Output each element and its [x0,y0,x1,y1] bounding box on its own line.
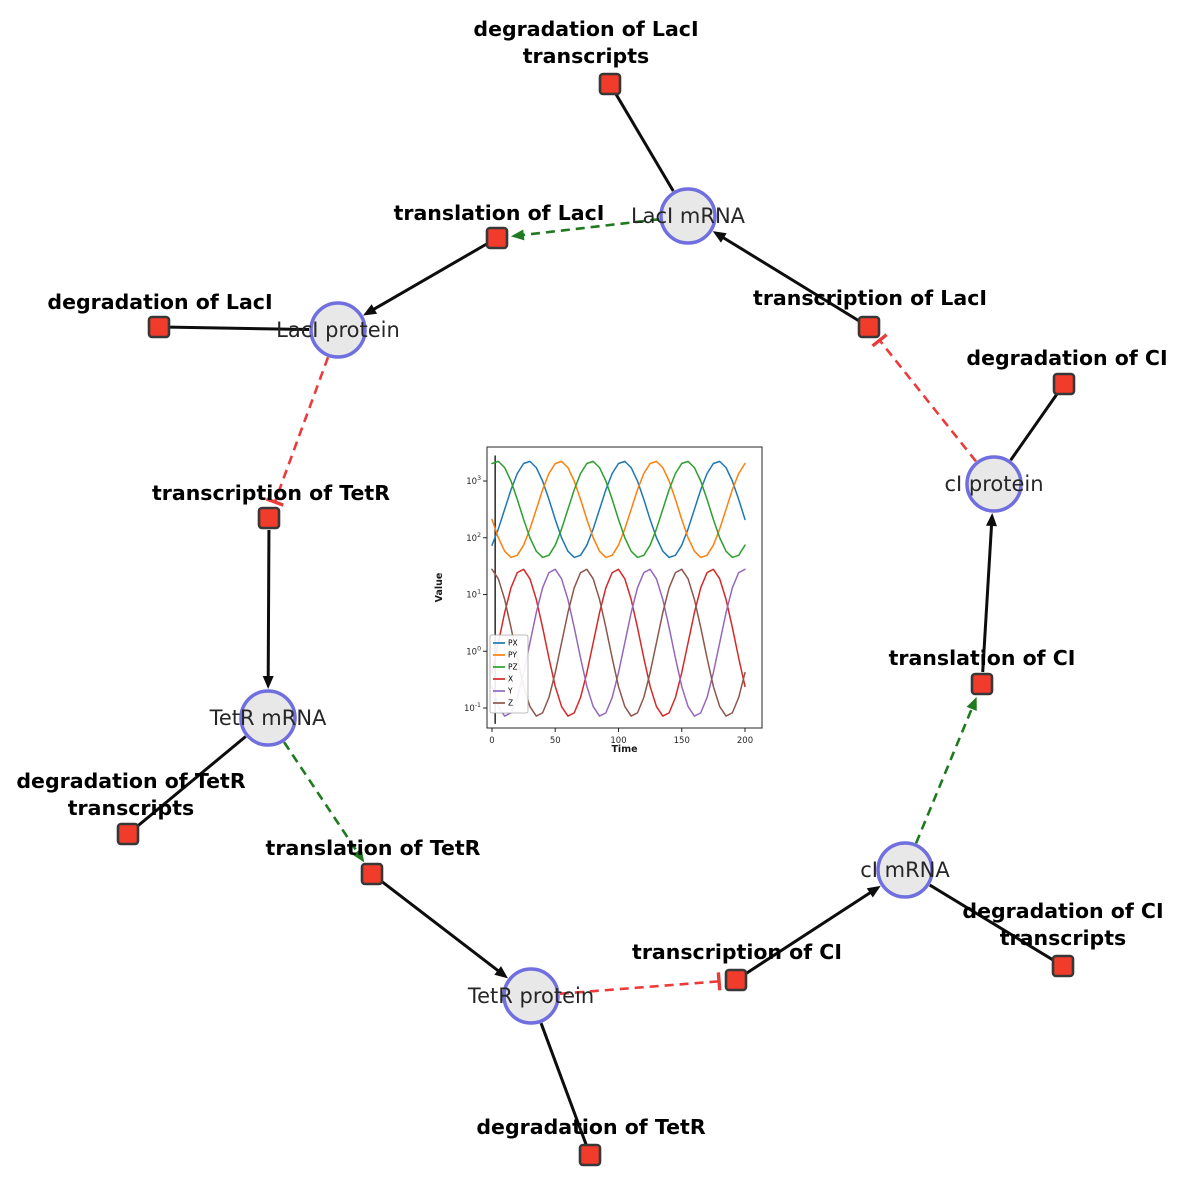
y-tick-label: 103 [466,475,481,487]
edge-ci-mrna-to-deg-ci-transcripts [929,883,1055,962]
edge-laci-mrna-to-deg-laci-transcripts [614,92,675,192]
reaction-label-deg-tetr-transcripts: transcripts [68,796,195,820]
edge-tetr-mrna-to-translation-tetr [283,741,361,856]
reaction-label-deg-tetr-transcripts: degradation of TetR [16,769,245,793]
legend-label-PZ: PZ [508,663,518,672]
edge-translation-ci-to-ci-protein-arrowhead [985,512,997,527]
reaction-node-translation-laci[interactable] [485,226,509,250]
edge-tetr-protein-to-transcription-ci-tbar [716,972,722,991]
reaction-node-transcription-tetr[interactable] [257,506,281,530]
legend-label-Y: Y [507,687,513,696]
species-node-ci-mrna[interactable] [876,841,934,899]
species-label-tetr-mrna: TetR mRNA [209,706,327,730]
x-tick-label: 50 [550,736,561,746]
reaction-label-translation-tetr: translation of TetR [266,836,481,860]
edge-translation-ci-to-ci-protein [981,521,994,673]
reaction-label-translation-ci: translation of CI [889,646,1076,670]
edge-ci-protein-to-transcription-laci [878,339,977,463]
edge-transcription-tetr-to-tetr-mrna-arrowhead [262,675,274,690]
reaction-node-translation-ci[interactable] [970,672,994,696]
edge-ci-protein-to-transcription-laci-tbar [871,333,888,348]
reaction-node-translation-tetr[interactable] [360,862,384,886]
edge-ci-protein-to-deg-ci [1009,392,1059,462]
series-line-Y [491,568,746,717]
x-tick-label: 200 [737,736,753,746]
reaction-label-deg-ci-transcripts: transcripts [1000,926,1127,950]
species-label-tetr-protein: TetR protein [467,984,594,1008]
reaction-label-deg-ci: degradation of CI [966,346,1167,370]
reaction-node-transcription-laci[interactable] [857,315,881,339]
species-node-tetr-protein[interactable] [502,967,560,1025]
edge-transcription-ci-to-ci-mrna [745,889,874,975]
species-label-ci-mrna: cI mRNA [860,858,950,882]
x-tick-label: 150 [674,736,690,746]
edge-translation-tetr-to-tetr-protein [380,880,502,975]
reaction-node-deg-ci-transcripts[interactable] [1051,954,1075,978]
y-axis-label: Value [434,573,445,603]
reaction-label-translation-laci: translation of LacI [394,201,605,225]
edge-tetr-mrna-to-translation-tetr-arrowhead [352,848,365,863]
edge-translation-tetr-to-tetr-protein-arrowhead [494,966,508,979]
reaction-node-deg-laci-transcripts[interactable] [598,72,622,96]
reaction-node-deg-laci[interactable] [147,315,171,339]
reaction-label-transcription-tetr: transcription of TetR [152,481,390,505]
y-tick-label: 100 [466,645,481,657]
reaction-node-transcription-ci[interactable] [724,968,748,992]
edge-transcription-ci-to-ci-mrna-arrowhead [866,885,881,898]
edge-tetr-protein-to-transcription-ci [559,980,720,996]
reaction-label-deg-tetr: degradation of TetR [476,1115,705,1139]
edge-transcription-laci-to-laci-mrna-arrowhead [712,231,727,243]
x-tick-label: 0 [489,736,494,746]
series-line-PX [491,460,746,559]
reaction-node-deg-tetr-transcripts[interactable] [116,822,140,846]
y-tick-label: 102 [466,532,481,544]
edge-transcription-tetr-to-tetr-mrna [266,529,271,681]
edge-laci-mrna-to-translation-laci [519,218,660,237]
edge-laci-protein-to-deg-laci [169,325,310,332]
legend-label-X: X [508,675,513,684]
series-line-Z [491,568,746,717]
edge-tetr-protein-to-deg-tetr [539,1022,588,1146]
edges-layer [135,92,1059,1146]
edge-ci-mrna-to-translation-ci-arrowhead [966,696,977,712]
legend-label-Z: Z [508,699,513,708]
species-label-ci-protein: cI protein [944,472,1043,496]
species-node-ci-protein[interactable] [965,455,1023,513]
edge-tetr-mrna-to-deg-tetr-transcripts [135,735,247,829]
species-node-laci-protein[interactable] [309,301,367,359]
edge-laci-mrna-to-translation-laci-arrowhead [510,229,525,241]
reaction-label-deg-laci: degradation of LacI [47,290,272,314]
x-axis-label: Time [611,744,637,755]
edge-transcription-laci-to-laci-mrna [719,234,860,323]
reaction-label-deg-ci-transcripts: degradation of CI [962,899,1163,923]
edge-ci-mrna-to-translation-ci [914,704,975,844]
species-node-tetr-mrna[interactable] [239,689,297,747]
edge-laci-protein-to-transcription-tetr-tbar [265,497,284,507]
series-line-X [491,568,746,717]
reaction-label-transcription-ci: transcription of CI [632,940,842,964]
reaction-label-deg-laci-transcripts: degradation of LacI [473,17,698,41]
series-line-PY [491,460,746,559]
species-node-laci-mrna[interactable] [659,187,717,245]
edge-translation-laci-to-laci-protein [370,242,488,313]
legend-label-PX: PX [508,639,518,648]
nodes-layer [116,72,1076,1167]
species-label-laci-mrna: LacI mRNA [631,204,746,228]
y-tick-label: 101 [466,589,481,601]
reaction-label-deg-laci-transcripts: transcripts [523,44,650,68]
y-tick-label: 10-1 [464,702,481,714]
reaction-label-transcription-laci: transcription of LacI [753,286,987,310]
legend-label-PY: PY [508,651,517,660]
series-line-PZ [491,460,746,559]
edge-translation-laci-to-laci-protein-arrowhead [363,304,378,316]
reaction-node-deg-tetr[interactable] [578,1143,602,1167]
reaction-node-deg-ci[interactable] [1052,372,1076,396]
x-tick-label: 100 [610,736,626,746]
edge-laci-protein-to-transcription-tetr [273,356,330,503]
species-label-laci-protein: LacI protein [276,318,400,342]
